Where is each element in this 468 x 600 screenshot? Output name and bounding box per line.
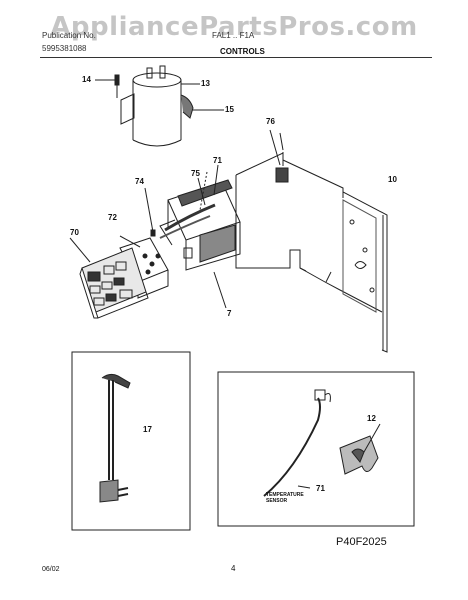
watermark: AppliancePartsPros.com — [50, 12, 418, 42]
publication-number: 5995381088 — [42, 44, 87, 53]
print-date: 06/02 — [42, 566, 60, 573]
switch-box-part — [159, 164, 241, 271]
callout-14: 14 — [82, 75, 91, 84]
callout-76: 76 — [266, 117, 275, 126]
callout-13: 13 — [201, 79, 210, 88]
section-title: CONTROLS — [220, 47, 265, 56]
capacitor-part — [120, 65, 194, 147]
control-panel-part — [235, 132, 388, 353]
model-number: FAL1 .. F1A — [212, 31, 255, 40]
screw-part — [95, 74, 120, 98]
page-number: 4 — [231, 564, 236, 573]
callout-75: 75 — [191, 169, 200, 178]
callout-10: 10 — [388, 175, 397, 184]
power-cord-inset — [71, 351, 191, 531]
callout-72: 72 — [108, 213, 117, 222]
publication-label: Publication No. — [42, 31, 96, 40]
header-rule — [40, 57, 432, 58]
callout-7: 7 — [227, 309, 232, 318]
temperature-sensor-label: TEMPERATURE SENSOR — [266, 492, 304, 504]
sensor-inset — [217, 371, 415, 527]
figure-code: P40F2025 — [336, 536, 387, 548]
callout-17: 17 — [143, 425, 152, 434]
callout-71-harness: 71 — [213, 156, 222, 165]
knob-panel-part — [69, 237, 149, 319]
callout-71-sensor: 71 — [316, 484, 325, 493]
callout-70: 70 — [70, 228, 79, 237]
callout-15: 15 — [225, 105, 234, 114]
callout-12: 12 — [367, 414, 376, 423]
callout-74: 74 — [135, 177, 144, 186]
